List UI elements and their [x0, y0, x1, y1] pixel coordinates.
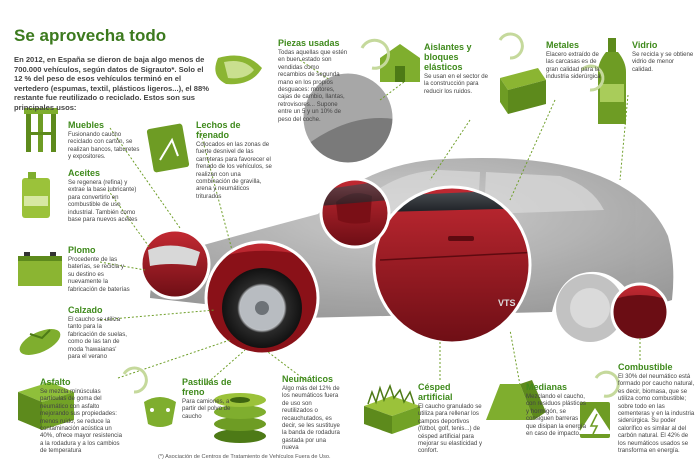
item-text: Se usan en el sector de la construcción …: [424, 73, 489, 95]
item-aislantes: Aislantes y bloques elásticos Se usan en…: [424, 42, 490, 95]
steel-beam-icon: [500, 68, 546, 114]
item-heading: Metales: [546, 40, 580, 50]
item-asfalto: Asfalto Se mezcla minúsculas partículas …: [40, 377, 124, 455]
item-heading: Neumáticos: [282, 374, 334, 384]
item-heading: Asfalto: [40, 377, 71, 387]
item-heading: Piezas usadas: [278, 38, 340, 48]
item-text: El caucho se utiliza tanto para la fabri…: [68, 316, 127, 361]
item-metales: Metales Elacero extraído de las carcasas…: [546, 40, 602, 81]
item-heading: Aceites: [68, 168, 101, 178]
road-sign-icon: [146, 123, 190, 173]
flip-flop-icon: [19, 329, 61, 355]
item-text: Para camiones, a partir del polvo de cau…: [182, 398, 231, 420]
tire-stack-icon: [214, 393, 266, 443]
item-muebles: Muebles Fusionando caucho reciclado con …: [68, 120, 142, 161]
item-heading: Césped artificial: [418, 382, 453, 402]
item-cesped: Césped artificial El caucho granulado se…: [418, 382, 486, 455]
item-combustible: Combustible El 30% del neumático está fo…: [618, 362, 696, 454]
intro-text: En 2012, en España se dieron de baja alg…: [14, 55, 209, 112]
item-plomo: Plomo Procedente de las baterías, se rec…: [68, 245, 130, 293]
item-text: Fusionando caucho reciclado con cartón, …: [68, 131, 140, 161]
brake-pad-icon: [144, 397, 176, 427]
item-aceites: Aceites Se regenera (refina) y extrae la…: [68, 168, 138, 223]
item-text: Colocados en las zonas de fuerte desnive…: [196, 141, 272, 200]
item-piezas: Piezas usadas Todas aquellas que estén e…: [278, 38, 348, 123]
item-vidrio: Vidrio Se recicla y se obtiene vidrio de…: [632, 40, 694, 73]
bottle-icon: [598, 38, 626, 124]
barrier-icon: [486, 380, 546, 420]
item-text: El 30% del neumático está formado por ca…: [618, 373, 695, 455]
item-neumaticos: Neumáticos Algo más del 12% de los neumá…: [282, 374, 342, 452]
item-text: El caucho granulado se utiliza para rell…: [418, 403, 483, 455]
item-text: Se recicla y se obtiene vidrio de menor …: [632, 51, 694, 73]
item-heading: Calzado: [68, 305, 103, 315]
item-heading: Combustible: [618, 362, 673, 372]
item-heading: Lechos de frenado: [196, 120, 241, 140]
item-medianas: Medianas Mezclando el caucho, con residu…: [526, 382, 588, 437]
item-text: Procedente de las baterías, se recicla y…: [68, 256, 130, 293]
item-heading: Medianas: [526, 382, 568, 392]
item-text: Mezclando el caucho, con residuos plásti…: [526, 393, 586, 438]
item-text: Todas aquellas que estén en buen estado …: [278, 49, 348, 123]
asphalt-block-icon: [18, 382, 74, 430]
item-calzado: Calzado El caucho se utiliza tanto para …: [68, 305, 130, 360]
item-lechos: Lechos de frenado Colocados en las zonas…: [196, 120, 272, 200]
side-mirror-icon: [215, 55, 262, 85]
battery-icon: [18, 252, 62, 286]
item-heading: Muebles: [68, 120, 105, 130]
item-heading: Vidrio: [632, 40, 658, 50]
car-badge: VTS: [498, 298, 516, 308]
item-text: Se mezcla minúsculas partículas de goma …: [40, 388, 122, 455]
page-title: Se aprovecha todo: [14, 26, 167, 45]
item-heading: Pastillas de freno: [182, 377, 232, 397]
item-heading: Aislantes y bloques elásticos: [424, 42, 472, 72]
item-heading: Plomo: [68, 245, 96, 255]
oil-can-icon: [22, 172, 50, 218]
item-pastillas: Pastillas de freno Para camiones, a part…: [182, 377, 232, 420]
item-text: Algo más del 12% de los neumáticos fuera…: [282, 385, 340, 452]
recycle-icon: [122, 32, 620, 398]
item-text: Se regenera (refina) y extrae la base lu…: [68, 179, 138, 224]
footnote: (*) Asociación de Centros de Tratamiento…: [158, 454, 331, 460]
item-text: Elacero extraído de las carcasas es de g…: [546, 51, 601, 81]
grass-block-icon: [364, 383, 420, 434]
high-voltage-icon: [578, 402, 612, 438]
stool-icon: [24, 108, 58, 152]
